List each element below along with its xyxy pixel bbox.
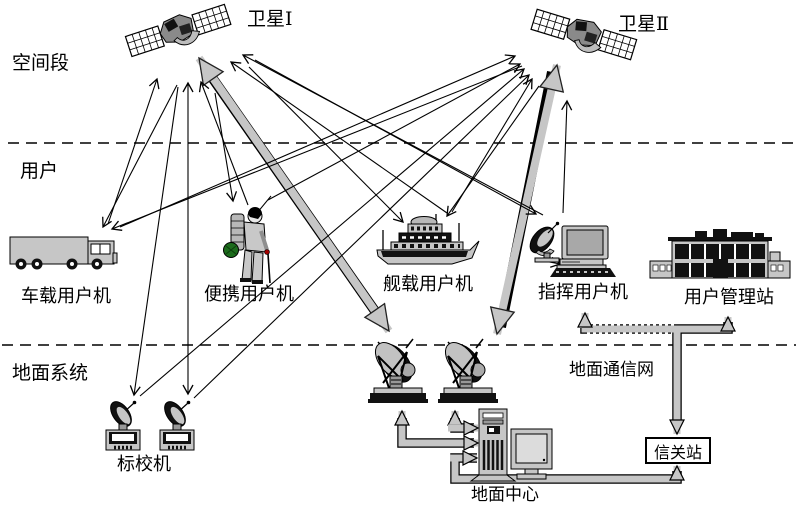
ground-antenna-2-icon (437, 335, 499, 404)
ground-center-computer-icon (469, 408, 553, 482)
label-user-segment: 用户 (20, 161, 59, 182)
calibration-terminal-2-icon (158, 396, 196, 452)
label-space-segment: 空间段 (12, 53, 70, 74)
feeder-sat1-antenna1 (195, 55, 393, 334)
label-terrestrial-network: 地面通信网 (569, 360, 654, 379)
label-command-terminal: 指挥用户机 (538, 282, 628, 302)
label-ground-segment: 地面系统 (12, 363, 89, 384)
label-ship-terminal: 舰载用户机 (383, 274, 473, 294)
label-user-management-station: 用户管理站 (684, 287, 774, 307)
command-dish-icon (529, 221, 560, 263)
label-calibration-terminal: 标校机 (117, 454, 171, 474)
truck-icon (9, 236, 118, 270)
label-vehicle-terminal: 车载用户机 (21, 286, 111, 306)
label-portable-terminal: 便携用户机 (204, 284, 294, 304)
network-to-command-link-dotted (577, 311, 677, 333)
ground-antenna-1-icon (367, 335, 429, 404)
ship-icon (376, 214, 480, 265)
segment-separators (2, 142, 796, 346)
building-icon (649, 229, 791, 279)
label-ground-center: 地面中心 (471, 485, 539, 504)
feeder-links (195, 55, 557, 334)
command-computer-icon (550, 225, 616, 277)
ground-gray-connectors (394, 311, 736, 484)
satellite-1-icon (123, 0, 234, 63)
network-to-user-mgmt-link (677, 315, 736, 333)
label-satellite-2: 卫星Ⅱ (618, 14, 669, 35)
gateway-station-box: 信关站 (645, 437, 711, 464)
person-icon (223, 195, 272, 284)
label-satellite-1: 卫星Ⅰ (247, 9, 293, 30)
feeder-sat2-antenna2 (497, 65, 557, 334)
user-link-lines (102, 54, 573, 399)
calibration-terminal-1-icon (104, 396, 142, 452)
